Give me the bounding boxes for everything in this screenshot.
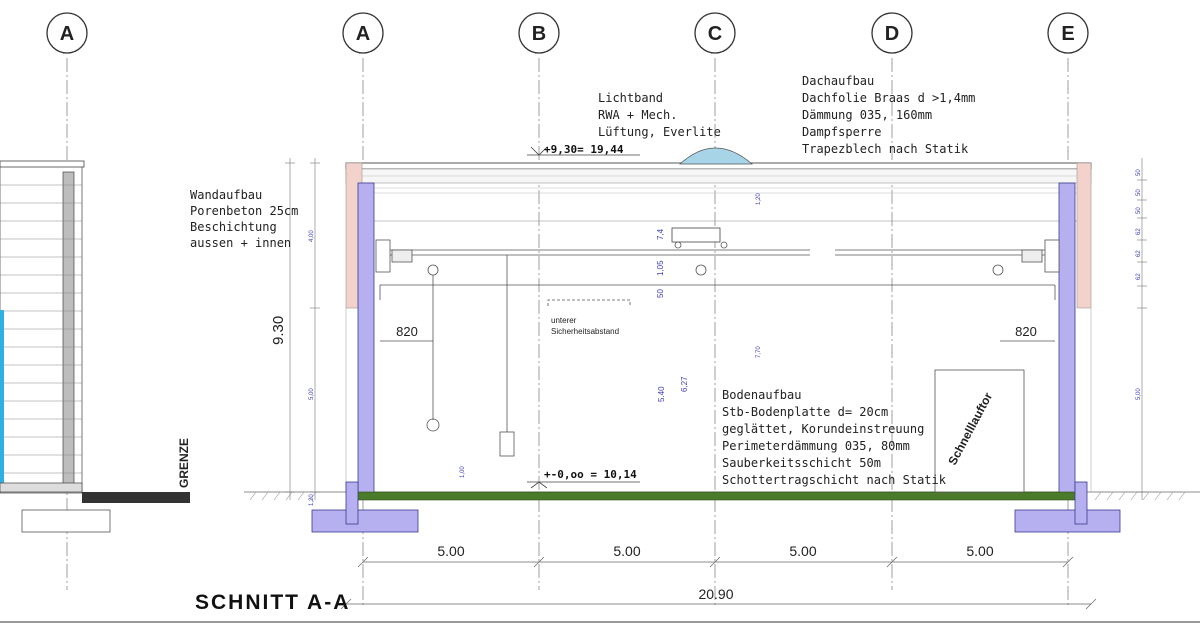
svg-text:50: 50 [656, 289, 665, 298]
svg-text:Porenbeton 25cm: Porenbeton 25cm [190, 204, 298, 218]
glass-panel [0, 310, 4, 485]
svg-text:Beschichtung: Beschichtung [190, 220, 277, 234]
svg-text:5.40: 5.40 [657, 386, 666, 402]
axis-label: C [708, 23, 722, 45]
foundation-right [1014, 509, 1121, 533]
small-dims: 7,4 1,05 50 5.40 6,27 7,70 1,20 4,00 5,0… [309, 169, 1142, 506]
svg-text:Dachaufbau: Dachaufbau [802, 74, 874, 88]
note-lichtband: Lichtband RWA + Mech. Lüftung, Everlite [598, 91, 721, 139]
svg-text:1,05: 1,05 [656, 260, 665, 276]
svg-text:Lüftung, Everlite: Lüftung, Everlite [598, 125, 721, 139]
note-bodenaufbau: Bodenaufbau Stb-Bodenplatte d= 20cm gegl… [722, 388, 947, 487]
svg-text:50: 50 [1136, 169, 1142, 176]
svg-text:Dampfsperre: Dampfsperre [802, 125, 881, 139]
door-schnelllauftor [934, 369, 1025, 493]
svg-text:Dachfolie Braas d >1,4mm: Dachfolie Braas d >1,4mm [802, 91, 975, 105]
svg-text:RWA + Mech.: RWA + Mech. [598, 108, 677, 122]
svg-text:Sicherheitsabstand: Sicherheitsabstand [551, 327, 619, 336]
foundation-left [311, 509, 419, 533]
svg-text:Dämmung 035, 160mm: Dämmung 035, 160mm [802, 108, 932, 122]
axis-bubble-d: D [871, 12, 913, 54]
svg-text:aussen + innen: aussen + innen [190, 236, 291, 250]
axis-label: E [1061, 23, 1074, 45]
section-title: SCHNITT A-A [195, 591, 350, 614]
vertical-dims [285, 158, 1147, 500]
svg-text:Wandaufbau: Wandaufbau [190, 188, 262, 202]
svg-text:Schottertragschicht nach Stati: Schottertragschicht nach Statik [722, 473, 947, 487]
crane-span-right: 820 [1015, 324, 1037, 339]
svg-text:Bodenaufbau: Bodenaufbau [722, 388, 801, 402]
grenze-label: GRENZE [177, 438, 191, 488]
total-dim: 20.90 [698, 586, 733, 602]
svg-text:Sauberkeitsschicht 50m: Sauberkeitsschicht 50m [722, 456, 881, 470]
svg-text:unterer: unterer [551, 316, 577, 325]
svg-text:7,70: 7,70 [756, 346, 762, 358]
svg-text:Perimeterdämmung 035, 80mm: Perimeterdämmung 035, 80mm [722, 439, 910, 453]
svg-text:Lichtband: Lichtband [598, 91, 663, 105]
svg-text:62: 62 [1136, 250, 1142, 257]
axis-bubble-b: B [518, 12, 560, 54]
axis-bubble-e: E [1047, 12, 1089, 54]
column-left [357, 182, 375, 494]
neighbour-building [0, 160, 111, 533]
bay-dim-2: 5.00 [613, 543, 640, 559]
svg-text:1,20: 1,20 [309, 494, 315, 506]
axis-bubbles: A A B C D E [46, 12, 1089, 54]
column-right [1058, 182, 1076, 494]
axis-bubble-a-left: A [46, 12, 88, 54]
axis-label: B [532, 23, 546, 45]
axis-bubble-a: A [342, 12, 384, 54]
svg-text:Stb-Bodenplatte d= 20cm: Stb-Bodenplatte d= 20cm [722, 405, 888, 419]
level-bottom: +-0,oo = 10,14 [544, 468, 637, 481]
floor-slab [355, 491, 1079, 501]
note-sicherheitsabstand: unterer Sicherheitsabstand [551, 316, 619, 336]
bay-dim-3: 5.00 [789, 543, 816, 559]
skylight [678, 147, 754, 165]
svg-text:Trapezblech nach Statik: Trapezblech nach Statik [802, 142, 969, 156]
svg-text:7,4: 7,4 [656, 228, 665, 240]
level-top: +9,30= 19,44 [544, 143, 624, 156]
svg-text:50: 50 [1136, 207, 1142, 214]
svg-text:5,00: 5,00 [1136, 388, 1142, 400]
axis-bubble-c: C [694, 12, 736, 54]
svg-text:6,27: 6,27 [680, 376, 689, 392]
crane [375, 227, 1060, 457]
axis-label: D [885, 23, 899, 45]
level-markers [527, 146, 640, 489]
svg-text:50: 50 [1136, 189, 1142, 196]
svg-text:62: 62 [1136, 273, 1142, 280]
svg-text:4,00: 4,00 [309, 230, 315, 242]
svg-text:1,00: 1,00 [460, 466, 466, 478]
svg-text:geglättet, Korundeinstreuung: geglättet, Korundeinstreuung [722, 422, 924, 436]
note-dachaufbau: Dachaufbau Dachfolie Braas d >1,4mm Dämm… [802, 74, 975, 156]
bay-dim-1: 5.00 [437, 543, 464, 559]
height-total: 9.30 [270, 316, 287, 345]
note-wandaufbau: Wandaufbau Porenbeton 25cm Beschichtung … [190, 188, 298, 250]
bay-dimensions [340, 556, 1097, 610]
svg-text:62: 62 [1136, 228, 1142, 235]
axis-label: A [356, 23, 370, 45]
hall-shell [311, 162, 1121, 533]
crane-span-left: 820 [396, 324, 418, 339]
svg-text:5,00: 5,00 [309, 388, 315, 400]
bay-dim-4: 5.00 [966, 543, 993, 559]
svg-text:1,20: 1,20 [756, 193, 762, 205]
axis-label: A [60, 23, 74, 45]
